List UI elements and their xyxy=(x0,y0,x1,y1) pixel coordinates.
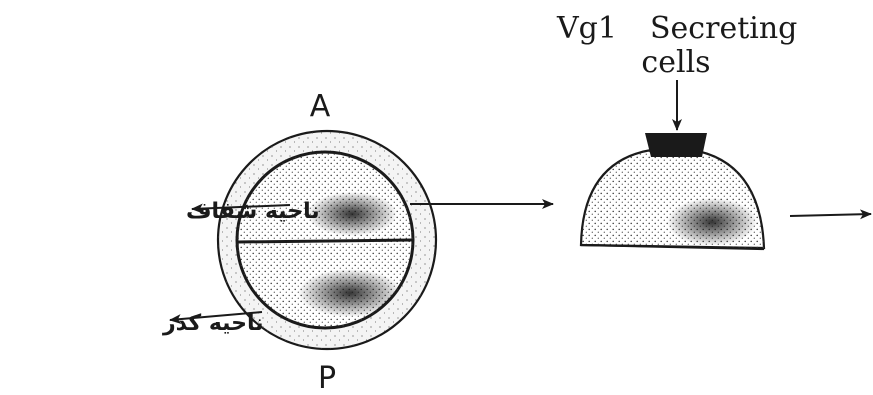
secreting-label: Secreting xyxy=(650,11,797,46)
cells-label: cells xyxy=(641,45,710,80)
clear-zone-label: ناحیه شفاف xyxy=(186,199,320,224)
animal-pole-label: A xyxy=(310,89,331,124)
dome-base-line xyxy=(580,243,765,251)
secreting-cells-cap xyxy=(645,133,707,157)
clear-zone-arrow xyxy=(191,203,291,214)
dark-region-lower xyxy=(298,269,402,317)
vg1-label: Vg1 xyxy=(556,11,617,46)
vegetal-pole-label: P xyxy=(318,361,336,395)
opaque-zone-label: ناحیه کدر xyxy=(162,311,264,336)
opaque-zone-arrow xyxy=(169,311,263,325)
continuation-arrow xyxy=(789,209,872,220)
dark-region-upper xyxy=(307,192,397,236)
equatorial-line xyxy=(237,238,413,244)
dome-dark-region xyxy=(667,198,757,246)
